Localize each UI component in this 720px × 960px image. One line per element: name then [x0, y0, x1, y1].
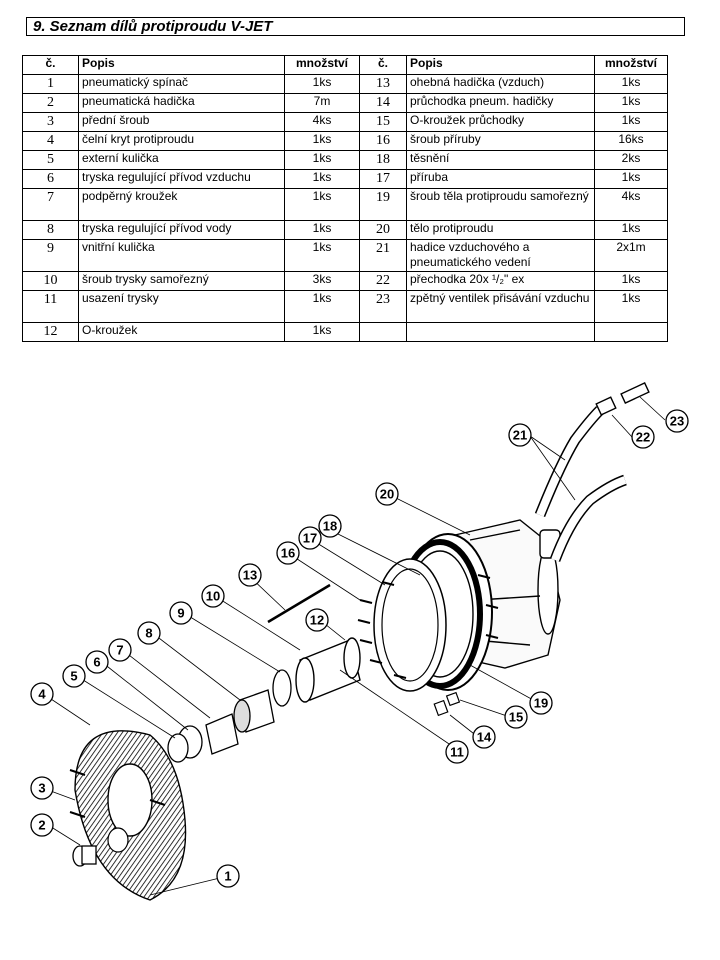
small-fittings [433, 691, 461, 717]
air-tube-rod [267, 583, 331, 624]
callout-label: 10 [206, 589, 220, 604]
pneumatic-fitting [72, 845, 97, 867]
flange-bolts [357, 574, 499, 679]
callout-14: 14 [472, 725, 496, 749]
callout-label: 15 [509, 710, 523, 725]
part-quantity [594, 322, 668, 342]
callout-10: 10 [201, 584, 225, 608]
callout-12: 12 [305, 608, 329, 632]
nozzle-stack [167, 669, 292, 763]
callout-15: 15 [504, 705, 528, 729]
callout-label: 6 [93, 655, 100, 670]
callout-label: 23 [670, 414, 684, 429]
callout-8: 8 [137, 621, 161, 645]
callout-label: 21 [513, 428, 527, 443]
part-description: externí kulička [78, 150, 285, 170]
callout-13: 13 [238, 563, 262, 587]
part-number: 16 [359, 131, 407, 151]
callout-7: 7 [108, 638, 132, 662]
callout-3: 3 [30, 776, 54, 800]
part-quantity: 1ks [594, 271, 668, 291]
callout-16: 16 [276, 541, 300, 565]
callout-label: 2 [38, 818, 45, 833]
part-description: šroub těla protiproudu samořezný [406, 188, 595, 221]
part-quantity: 1ks [284, 322, 360, 342]
part-quantity: 1ks [594, 74, 668, 94]
part-quantity: 1ks [284, 220, 360, 240]
part-description: O-kroužek [78, 322, 285, 342]
front-cover [74, 730, 187, 901]
callout-label: 16 [281, 546, 295, 561]
part-quantity: 1ks [284, 290, 360, 323]
callout-label: 7 [116, 643, 123, 658]
callout-11: 11 [445, 740, 469, 764]
part-number: 10 [22, 271, 79, 291]
callout-label: 13 [243, 568, 257, 583]
section-title: 9. Seznam dílů protiproudu V-JET [33, 18, 273, 35]
callout-label: 5 [70, 669, 77, 684]
flange-assembly [373, 533, 493, 692]
callout-5: 5 [62, 664, 86, 688]
callout-label: 11 [450, 745, 464, 760]
callout-label: 19 [534, 696, 548, 711]
nozzle-housing [295, 637, 361, 703]
callout-label: 9 [177, 606, 184, 621]
callout-label: 18 [323, 519, 337, 534]
callout-9: 9 [169, 601, 193, 625]
callout-label: 3 [38, 781, 45, 796]
part-description: usazení trysky [78, 290, 285, 323]
front-screws [69, 769, 166, 818]
header-quantity: množství [284, 55, 360, 75]
callout-2: 2 [30, 813, 54, 837]
part-description: vnitřní kulička [78, 239, 285, 272]
part-description: podpěrný kroužek [78, 188, 285, 221]
callout-label: 1 [224, 869, 231, 884]
callout-23: 23 [665, 409, 689, 433]
table-header-row: č. Popis množství č. Popis množství [22, 55, 668, 75]
callout-19: 19 [529, 691, 553, 715]
part-quantity: 2ks [594, 150, 668, 170]
callout-label: 20 [380, 487, 394, 502]
part-description: O-kroužek průchodky [406, 112, 595, 132]
part-number: 11 [22, 290, 79, 323]
part-description: tryska regulující přívod vzduchu [78, 169, 285, 189]
leader-lines [47, 396, 666, 896]
hoses [534, 382, 650, 562]
callout-17: 17 [298, 526, 322, 550]
callout-label: 22 [636, 430, 650, 445]
part-number: 12 [22, 322, 79, 342]
callout-18: 18 [318, 514, 342, 538]
callout-label: 14 [477, 730, 492, 745]
callout-label: 12 [310, 613, 324, 628]
callout-4: 4 [30, 682, 54, 706]
section-title-box: 9. Seznam dílů protiproudu V-JET [26, 17, 685, 36]
part-description: tělo protiproudu [406, 220, 595, 240]
callout-21: 21 [508, 423, 532, 447]
callout-22: 22 [631, 425, 655, 449]
callout-label: 8 [145, 626, 152, 641]
callout-label: 4 [38, 687, 46, 702]
part-number: 22 [359, 271, 407, 291]
callout-1: 1 [216, 864, 240, 888]
part-quantity: 16ks [594, 131, 668, 151]
part-number: 13 [359, 74, 407, 94]
callout-label: 17 [303, 531, 317, 546]
part-number: 7 [22, 188, 79, 221]
callout-6: 6 [85, 650, 109, 674]
callout-20: 20 [375, 482, 399, 506]
